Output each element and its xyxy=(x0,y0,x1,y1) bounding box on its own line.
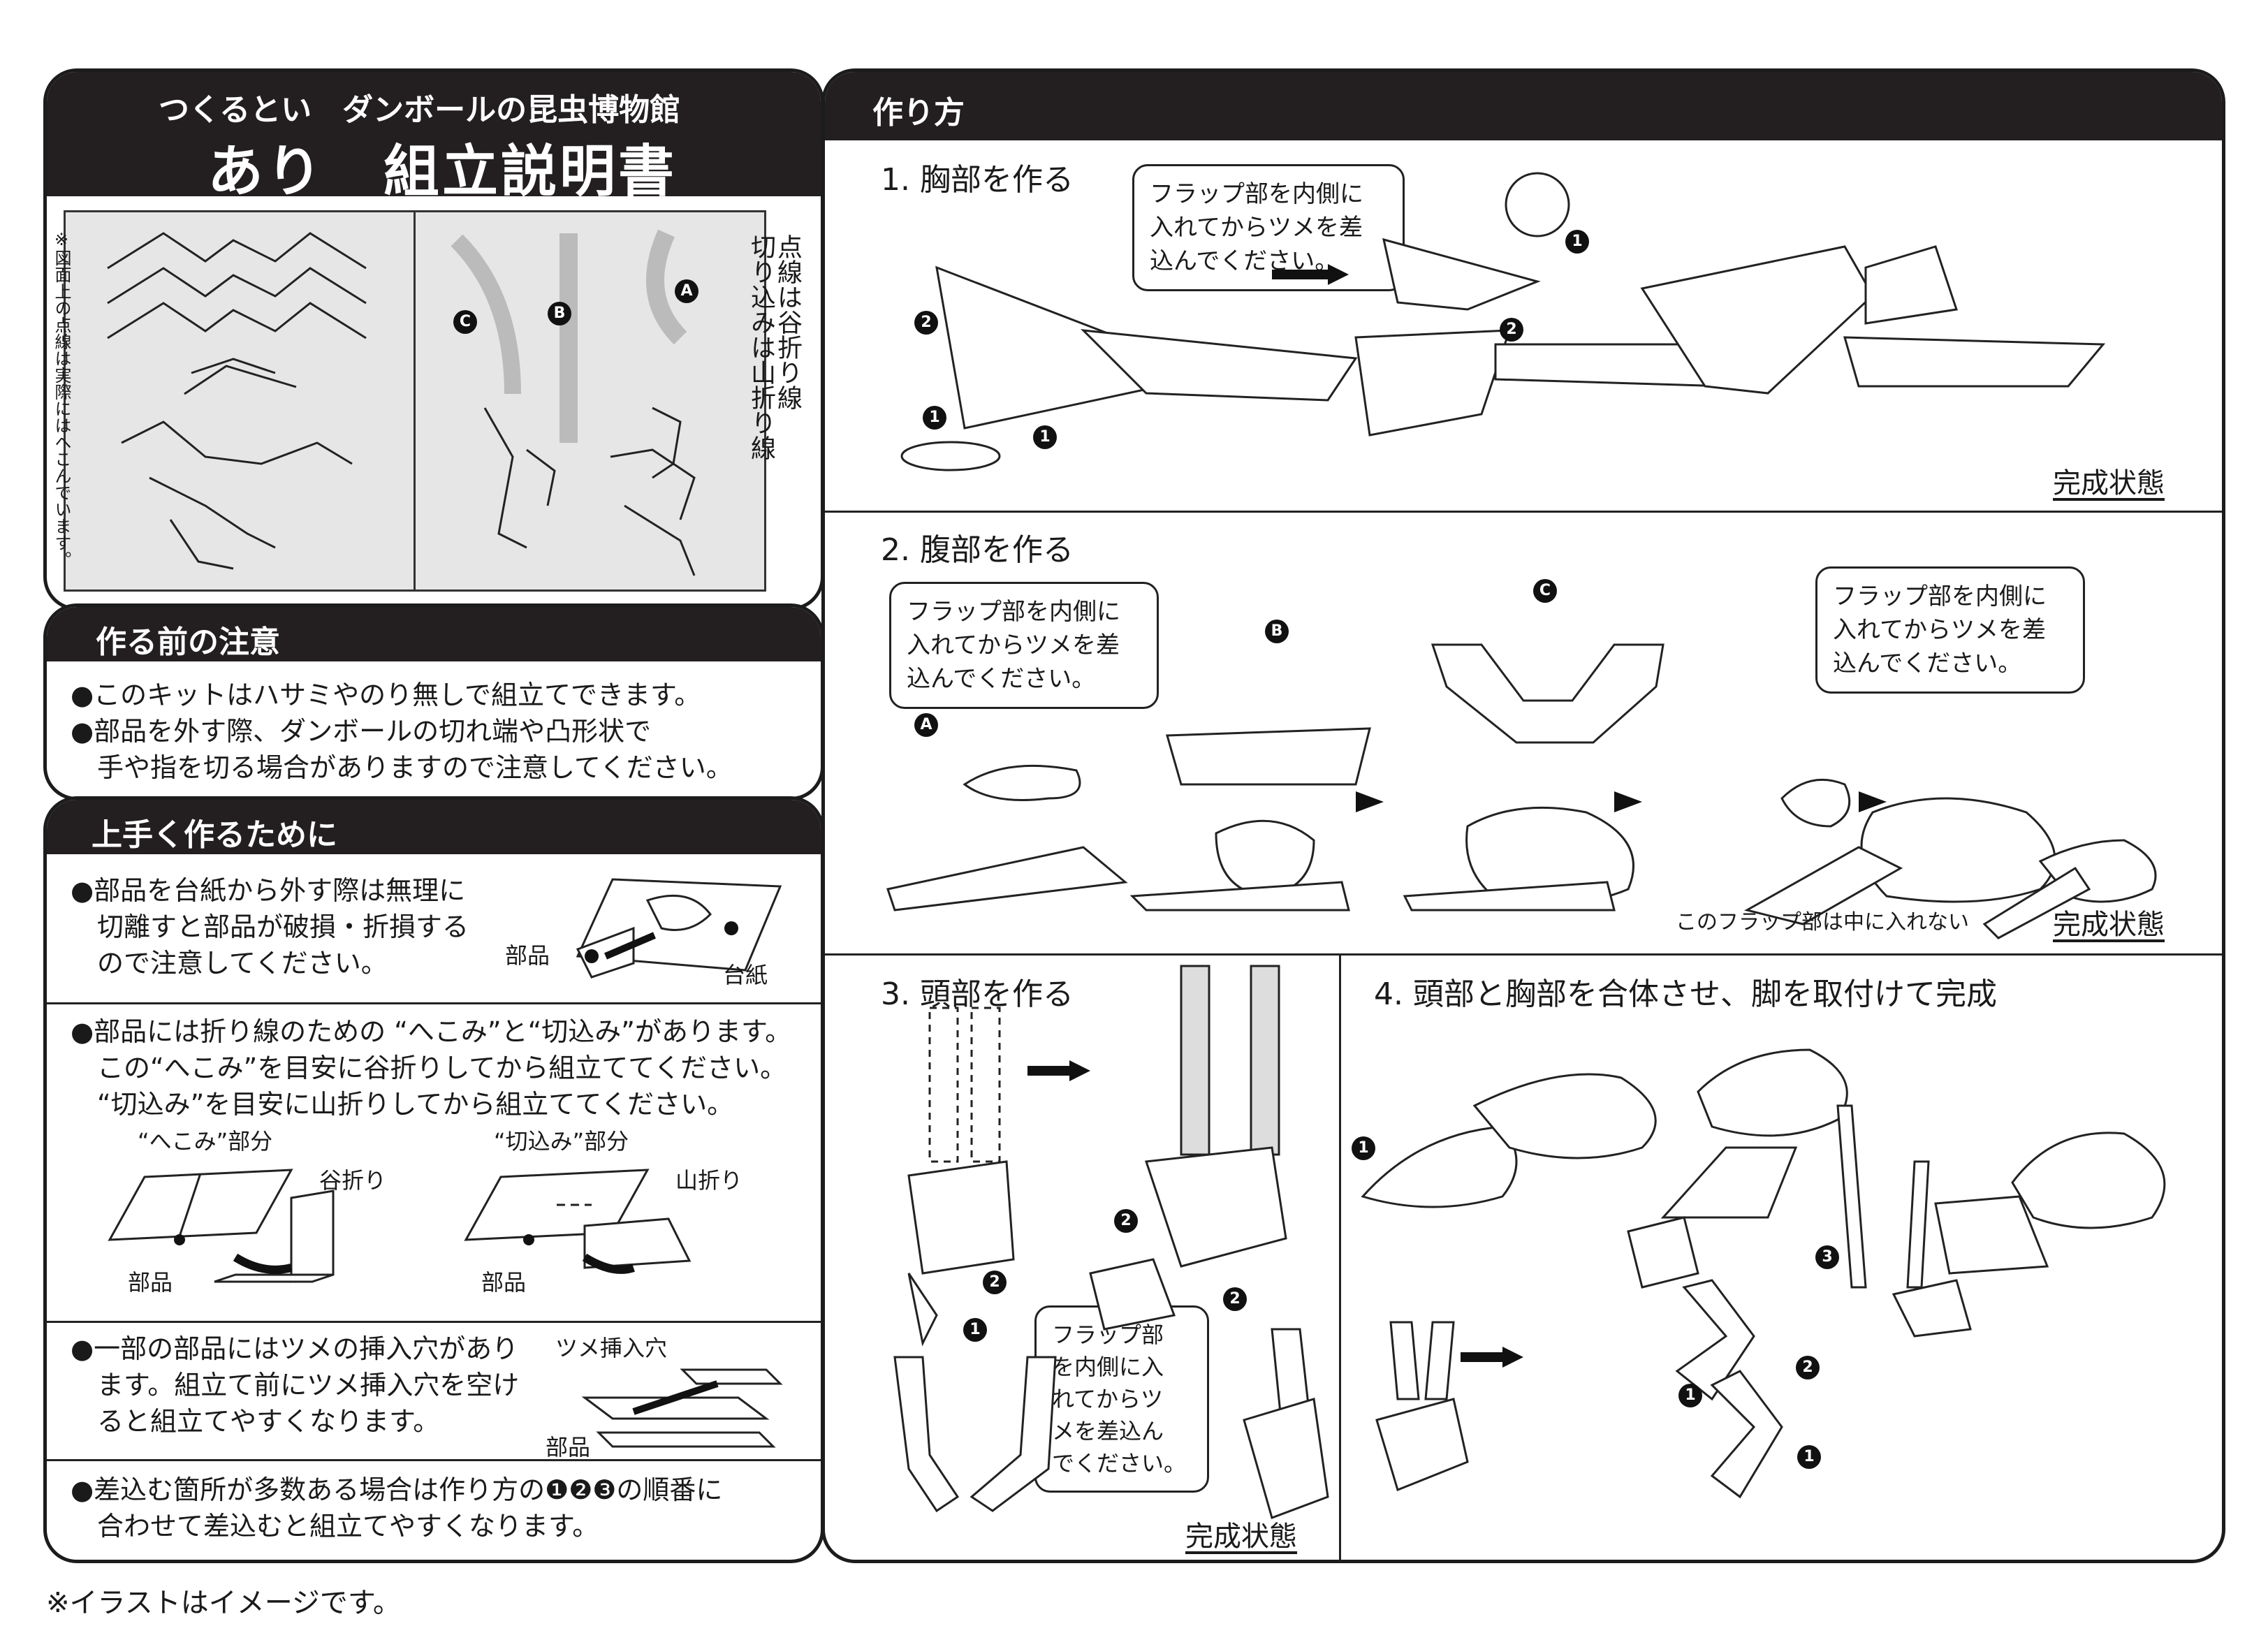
howto-header: 作り方 xyxy=(825,72,2222,140)
caution-panel: 作る前の注意 ●このキットはハサミやのり無しで組立てできます。 ●部品を外す際、… xyxy=(43,603,824,800)
title-header: つくるとい ダンボールの昆虫博物館 あり 組立説明書 xyxy=(47,72,821,204)
step1-marker-4: 2 xyxy=(1500,318,1523,342)
step1-marker-1: 1 xyxy=(923,406,946,430)
tips-item-4: ●差込む箇所が多数ある場合は作り方の❶❷❸の順番に 合わせて差込むと組立てやすく… xyxy=(71,1474,723,1542)
fold-illustration xyxy=(108,1169,692,1283)
template-parts-drawing xyxy=(107,229,696,576)
step4-marker-3: 3 xyxy=(1815,1245,1839,1269)
caution-header: 作る前の注意 xyxy=(47,607,821,661)
step-divider-2 xyxy=(825,953,2222,956)
part-marker-c: C xyxy=(453,310,477,334)
legend-mountain-fold: 切り込みは山折り線 xyxy=(747,234,775,460)
step3-marker-5: 1 xyxy=(963,1318,987,1342)
caution-item-2: ●部品を外す際、ダンボールの切れ端や凸形状で 手や指を切る場合がありますので注意… xyxy=(71,716,733,783)
step4-marker-1b: 1 xyxy=(1797,1445,1821,1469)
tips-heading: 上手く作るために xyxy=(92,817,337,853)
step1-marker-3: 1 xyxy=(1033,425,1057,449)
step3-marker-2: 2 xyxy=(1114,1209,1138,1233)
step1-callout: フラップ部を内側に 入れてからツメを差 込んでください。 xyxy=(1132,164,1405,291)
valley-fold-label: 谷折り xyxy=(319,1167,387,1194)
step3-illustration xyxy=(893,965,1329,1519)
step1-complete: 完成状態 xyxy=(2053,467,2165,499)
series-name: つくるとい ダンボールの昆虫博物館 xyxy=(159,92,681,128)
tips-item-2: ●部品には折り線のための “へこみ”と“切込み”があります。 この“へこみ”を目… xyxy=(71,1016,792,1120)
detach-part-label: 部品 xyxy=(505,942,550,969)
part-marker-b: B xyxy=(548,302,571,325)
title-panel: つくるとい ダンボールの昆虫博物館 あり 組立説明書 xyxy=(43,68,824,610)
step2-part-c: C xyxy=(1533,579,1557,603)
mountain-fold-label: 山折り xyxy=(675,1167,743,1194)
howto-heading: 作り方 xyxy=(872,95,965,131)
sheet-divider xyxy=(414,212,416,590)
template-sheet: C B A xyxy=(64,210,766,592)
step3-marker-4: 2 xyxy=(983,1271,1007,1294)
step2-callout-left: フラップ部を内側に 入れてからツメを差 込んでください。 xyxy=(889,582,1159,709)
hekomi-label: “へこみ”部分 xyxy=(138,1128,273,1155)
step2-illustration xyxy=(886,643,2157,939)
step4-title: 4. 頭部と胸部を合体させ、脚を取付けて完成 xyxy=(1374,976,1997,1012)
step1-marker-5: 1 xyxy=(1565,230,1589,254)
step3-callout: フラップ部 を内側に入 れてからツ メを差込ん でください。 xyxy=(1034,1305,1209,1493)
step4-marker-2: 2 xyxy=(1796,1356,1820,1379)
footnote: ※イラストはイメージです。 xyxy=(46,1587,401,1619)
hole-illustration xyxy=(581,1368,783,1448)
step2-part-a: A xyxy=(914,713,938,737)
howto-panel: 作り方 1. 胸部を作る フラップ部を内側に 入れてからツメを差 込んでください… xyxy=(821,68,2225,1563)
tips-item-3: ●一部の部品にはツメの挿入穴があり ます。組立て前にツメ挿入穴を空け ると組立て… xyxy=(71,1333,520,1437)
caution-heading: 作る前の注意 xyxy=(96,624,280,660)
step-divider-1 xyxy=(825,511,2222,513)
part-label-1: 部品 xyxy=(128,1269,173,1296)
step2-title: 2. 腹部を作る xyxy=(881,532,1074,568)
step1-marker-2: 2 xyxy=(914,311,938,335)
step3-marker-1: 1 xyxy=(1352,1136,1375,1160)
step3-complete: 完成状態 xyxy=(1185,1521,1297,1553)
page-title: あり 組立説明書 xyxy=(207,139,677,204)
step4-marker-1a: 1 xyxy=(1678,1384,1702,1407)
detach-sheet-label: 台紙 xyxy=(723,962,768,988)
part-marker-a: A xyxy=(675,279,698,303)
step3-title: 3. 頭部を作る xyxy=(881,976,1074,1012)
step2-part-b: B xyxy=(1265,620,1289,643)
tips-divider-3 xyxy=(47,1459,821,1461)
step2-complete: 完成状態 xyxy=(2053,909,2165,941)
step2-callout-right: フラップ部を内側に 入れてからツメを差 込んでください。 xyxy=(1815,566,2085,694)
note-vertical: ※図面上の点線は実際にはへこんでいます。 xyxy=(52,230,71,568)
caution-item-1: ●このキットはハサミやのり無しで組立てできます。 xyxy=(71,680,701,710)
step2-note: このフラップ部は中に入れない xyxy=(1676,910,1969,935)
legend-valley-fold: 点線は谷折り線 xyxy=(773,234,802,410)
hole-part-label: 部品 xyxy=(546,1434,591,1461)
part-label-2: 部品 xyxy=(481,1269,527,1296)
tips-item-1: ●部品を台紙から外す際は無理に 切離すと部品が破損・折損する ので注意してくださ… xyxy=(71,875,469,979)
kirikomi-label: “切込み”部分 xyxy=(494,1128,629,1155)
tips-header: 上手く作るために xyxy=(47,800,821,854)
step1-title: 1. 胸部を作る xyxy=(881,162,1074,198)
tips-panel: 上手く作るために ●部品を台紙から外す際は無理に 切離すと部品が破損・折損する … xyxy=(43,796,824,1563)
tips-divider-1 xyxy=(47,1002,821,1004)
hole-label: ツメ挿入穴 xyxy=(555,1335,668,1361)
detach-illustration xyxy=(576,878,782,979)
step3-marker-3: 2 xyxy=(1223,1287,1247,1311)
step4-illustration xyxy=(1361,1048,2166,1499)
tips-divider-2 xyxy=(47,1321,821,1323)
step-divider-3 xyxy=(1339,953,1341,1560)
step1-illustration xyxy=(900,172,2106,471)
